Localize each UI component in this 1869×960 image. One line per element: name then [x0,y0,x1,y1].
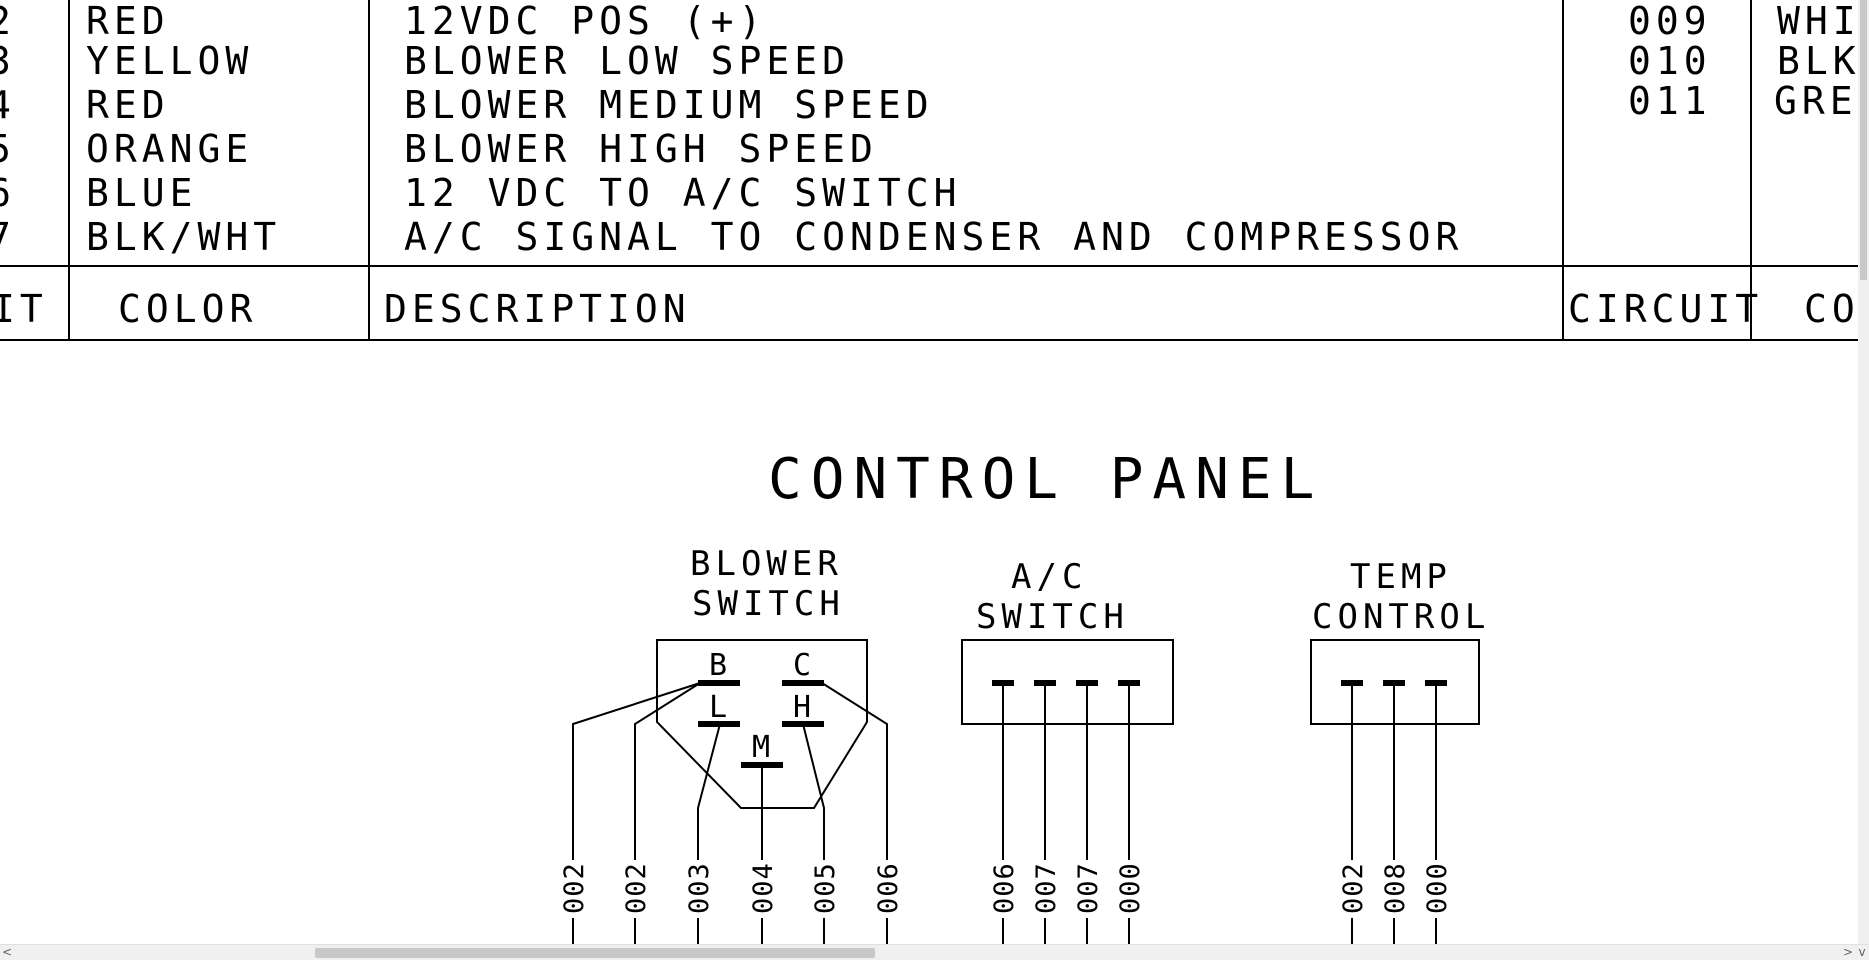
wire-label: 007 [1073,862,1104,914]
wire-label: 002 [559,862,590,914]
vertical-scroll-thumb[interactable] [1860,0,1867,280]
wire-label: 002 [1338,862,1369,914]
temp-control-label-line1: TEMP [1350,557,1452,597]
wire-label: 000 [1115,862,1146,914]
row-circuit: 010 [1628,39,1712,83]
ac-switch-label-line1: A/C [1011,557,1087,597]
header-circuit2: CIRCUIT [1568,287,1763,331]
row-description: 12 VDC TO A/C SWITCH [404,171,962,215]
row-color: YELLOW [86,39,253,83]
wire-label: 008 [1380,862,1411,914]
temp-control-label-line2: CONTROL [1312,597,1490,637]
scroll-left-arrow-icon[interactable]: < [1,945,13,959]
row-number: 3 [0,39,16,83]
scroll-right-arrow-icon[interactable]: > [1842,945,1854,959]
row-circuit: 011 [1628,79,1712,123]
row-color2: WHI [1777,0,1858,43]
wire-label: 003 [684,862,715,914]
row-circuit: 009 [1628,0,1712,43]
row-color: ORANGE [86,127,253,171]
header-circuit: IT [0,287,48,331]
row-color2: BLK [1777,39,1858,83]
diagram-title: CONTROL PANEL [768,447,1323,512]
row-color: BLK/WHT [86,215,281,259]
blower-switch-label-line2: SWITCH [692,584,845,624]
row-number: 6 [0,171,16,215]
ac-wire-labels: 006 007 007 000 [989,862,1146,914]
wire-label: 005 [810,862,841,914]
table-grid [0,0,1858,341]
blower-wire-labels: 002 002 003 004 005 006 [559,862,904,914]
horizontal-scroll-thumb[interactable] [315,948,875,958]
temp-wire-labels: 002 008 000 [1338,862,1453,914]
terminal-c-label: C [793,648,811,683]
blower-wires [572,682,888,945]
blower-switch-label-line1: BLOWER [690,544,843,584]
row-description: A/C SIGNAL TO CONDENSER AND COMPRESSOR [404,215,1463,259]
row-number: 5 [0,127,16,171]
temp-control: TEMP CONTROL 002 008 000 [1310,557,1490,945]
table-rows: 2 RED 12VDC POS (+) 009 WHI 3 YELLOW BLO… [0,0,1858,259]
terminal-l-label: L [709,690,727,725]
row-description: BLOWER HIGH SPEED [404,127,878,171]
ac-wires [1002,683,1130,945]
wire-label: 007 [1031,862,1062,914]
row-description: 12VDC POS (+) [404,0,766,43]
row-description: BLOWER LOW SPEED [404,39,850,83]
terminal-b-label: B [709,648,727,683]
header-description: DESCRIPTION [384,287,691,331]
table-header: IT COLOR DESCRIPTION CIRCUIT CO [0,287,1858,331]
row-number: 7 [0,215,16,259]
temp-wires [1351,683,1437,945]
wiring-diagram: 2 RED 12VDC POS (+) 009 WHI 3 YELLOW BLO… [0,0,1858,945]
wire-label: 002 [621,862,652,914]
header-color: COLOR [118,287,257,331]
row-color2: GRE [1774,79,1858,123]
ac-switch-label-line2: SWITCH [976,597,1129,637]
vertical-scrollbar[interactable] [1858,0,1869,945]
row-color: RED [86,0,170,43]
header-color2: CO [1804,287,1858,331]
blower-switch: BLOWER SWITCH B C L H M [559,544,904,945]
wire-label: 004 [748,862,779,914]
row-description: BLOWER MEDIUM SPEED [404,83,934,127]
wire-label: 006 [989,862,1020,914]
row-number: 2 [0,0,16,43]
wire-label: 000 [1422,862,1453,914]
row-color: RED [86,83,170,127]
horizontal-scrollbar[interactable]: < > v [0,944,1869,960]
scroll-down-arrow-icon[interactable]: v [1858,945,1866,959]
row-number: 4 [0,83,16,127]
row-color: BLUE [86,171,198,215]
terminal-m-label: M [752,730,770,765]
terminal-h-label: H [793,690,811,725]
ac-switch: A/C SWITCH 006 007 007 000 [961,557,1174,945]
wire-label: 006 [873,862,904,914]
